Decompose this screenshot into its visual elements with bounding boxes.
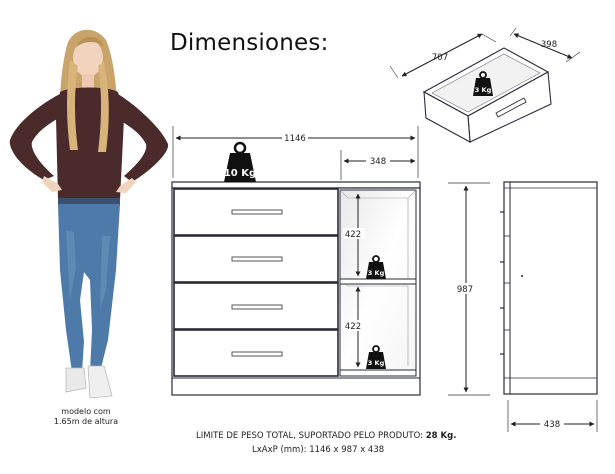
dimension-label-drawer-width: 398 xyxy=(541,40,557,50)
weight-icon-shelf-lower: 3 Kg xyxy=(366,345,386,369)
model-caption: modelo com 1.65m de altura xyxy=(42,407,130,427)
dimension-label-niche-width: 348 xyxy=(370,157,386,167)
drawer-front xyxy=(173,282,339,330)
model-caption-line: modelo com xyxy=(61,407,111,416)
weight-label-shelf-upper: 3 Kg xyxy=(368,269,385,277)
dimension-label-niche-lower: 422 xyxy=(345,322,361,332)
drawer-front xyxy=(173,188,339,236)
dresser-side-view xyxy=(500,181,598,395)
dimension-label-total-width: 1146 xyxy=(284,134,306,144)
overall-dimensions-text: LxAxP (mm): 1146 x 987 x 438 xyxy=(252,445,385,455)
weight-label-drawer: 3 Kg xyxy=(475,86,492,94)
weight-icon-top: 10 Kg xyxy=(224,141,256,182)
drawer-handle xyxy=(231,351,283,357)
drawer-handle xyxy=(231,256,283,262)
weight-limit-text: LIMITE DE PESO TOTAL, SUPORTADO PELO PRO… xyxy=(196,431,456,441)
weight-label-top: 10 Kg xyxy=(224,168,256,179)
weight-limit-value: 28 Kg. xyxy=(425,431,457,441)
dimension-label-drawer-depth: 707 xyxy=(432,53,448,63)
drawer-front xyxy=(173,235,339,283)
dresser-front-view xyxy=(171,181,421,396)
page-title: Dimensiones: xyxy=(170,30,329,56)
weight-label-shelf-lower: 3 Kg xyxy=(368,359,385,367)
model-caption-line: 1.65m de altura xyxy=(53,417,119,426)
dimension-label-depth: 438 xyxy=(544,420,560,430)
drawer-handle xyxy=(231,209,283,215)
dimension-line-drawer-depth xyxy=(401,33,483,77)
drawer-handle xyxy=(495,97,527,118)
drawer-handle xyxy=(231,304,283,310)
dimension-label-niche-upper: 422 xyxy=(345,230,361,240)
weight-limit-prefix: LIMITE DE PESO TOTAL, SUPORTADO PELO PRO… xyxy=(196,431,424,441)
drawer-front xyxy=(173,329,339,377)
dimension-label-total-height: 987 xyxy=(457,285,473,295)
model-person-illustration xyxy=(9,29,169,399)
weight-icon-shelf-upper: 3 Kg xyxy=(366,255,386,279)
dimension-line-drawer-width xyxy=(513,33,573,59)
